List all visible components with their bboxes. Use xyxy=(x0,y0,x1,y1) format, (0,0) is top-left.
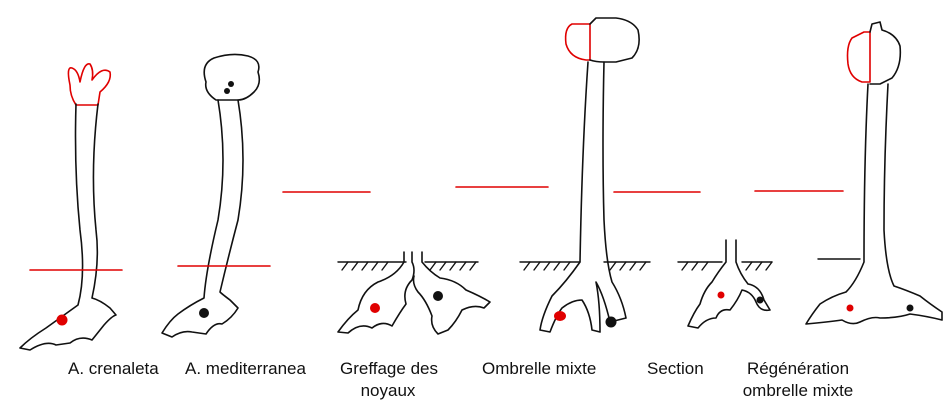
plant-mediterranea xyxy=(162,54,270,337)
graft-soil-line xyxy=(338,262,478,270)
graft-nucleus-black xyxy=(433,291,443,301)
label-section: Section xyxy=(647,358,704,379)
regeneration-stalk xyxy=(806,84,942,324)
plant-crenaleta-stalk xyxy=(20,104,116,350)
mixed-umbrella-nucleus-red xyxy=(554,311,566,321)
graft-right-rhizoid xyxy=(414,252,491,334)
mixed-umbrella-cap-dark xyxy=(590,18,639,62)
section-stub xyxy=(688,240,770,328)
section-stage xyxy=(678,240,772,328)
mixed-umbrella-nucleus-black xyxy=(606,317,617,328)
label-regeneration-line1: Régénération xyxy=(736,358,860,379)
plant-mediterranea-nucleus-top-b xyxy=(224,88,230,94)
regeneration-nucleus-black xyxy=(907,305,914,312)
graft-stage xyxy=(338,252,490,334)
label-graft-line2: noyaux xyxy=(344,380,432,401)
label-mediterranea: A. mediterranea xyxy=(185,358,306,379)
label-regeneration-line2: ombrelle mixte xyxy=(726,380,870,401)
label-crenaleta: A. crenaleta xyxy=(68,358,159,379)
plant-mediterranea-stalk xyxy=(162,100,243,337)
plant-mediterranea-nucleus-top-a xyxy=(228,81,234,87)
label-mixed-umbrella: Ombrelle mixte xyxy=(482,358,596,379)
regeneration-nucleus-red xyxy=(847,305,854,312)
plant-mediterranea-cap xyxy=(204,54,259,100)
plant-crenaleta xyxy=(20,64,122,350)
graft-nucleus-red xyxy=(370,303,380,313)
plant-crenaleta-cap xyxy=(68,64,110,105)
mixed-umbrella-stalk xyxy=(540,62,626,332)
plant-crenaleta-nucleus xyxy=(57,315,68,326)
section-nucleus-red xyxy=(718,292,725,299)
regeneration-stage xyxy=(806,22,942,324)
section-nucleus-black xyxy=(757,297,764,304)
plant-mediterranea-nucleus xyxy=(199,308,209,318)
regeneration-cap xyxy=(848,32,871,82)
label-graft-line1: Greffage des xyxy=(340,358,438,379)
mixed-umbrella-soil-line xyxy=(520,262,650,270)
regeneration-cap-dark xyxy=(870,22,900,84)
mixed-umbrella-stage xyxy=(520,18,650,332)
mixed-umbrella-cap xyxy=(566,24,590,60)
